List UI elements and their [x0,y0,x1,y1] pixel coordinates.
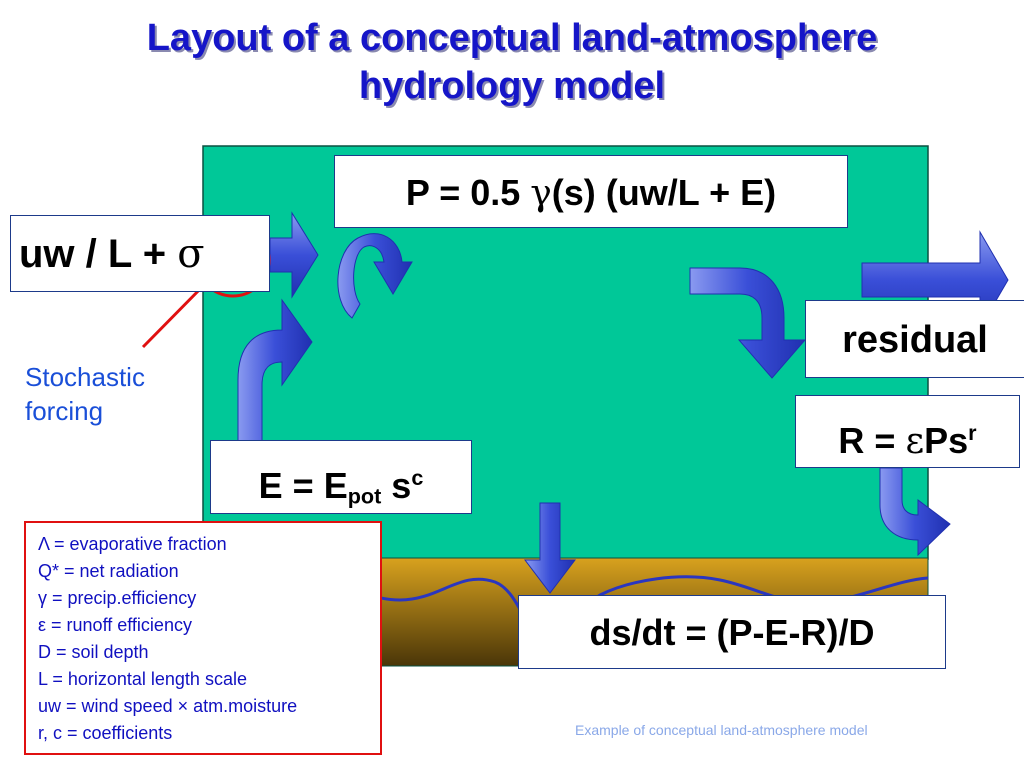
legend-item: uw = wind speed × atm.moisture [38,696,298,716]
runoff-eq-base: Ps [924,419,969,461]
legend-item: L = horizontal length scale [38,669,247,689]
stochastic-line-2: forcing [25,396,104,426]
evap-eq-base: s [381,464,412,506]
forcing-equation: uw / L + σ [10,215,270,292]
title-line-1: Layout of a conceptual land-atmosphere [146,17,878,59]
infiltration-arrow [523,502,577,594]
runoff-equation: R = εPsr [795,395,1020,468]
evap-eq-prefix: E = E [258,464,348,506]
precip-eq-suffix: (s) (uw/L + E) [551,172,777,213]
stochastic-pointer-line [141,280,209,349]
residual-label: residual [842,319,988,361]
evaporation-equation: E = Epot sc [210,440,472,514]
recycling-arrow [337,233,413,319]
evap-exponent: c [411,465,424,490]
runoff-exponent: r [968,420,977,445]
legend-item: r, c = coefficients [38,723,173,743]
epsilon-symbol: ε [905,420,925,462]
symbol-legend: Λ = evaporative fraction Q* = net radiat… [24,521,382,755]
evap-subscript: pot [347,483,382,509]
forcing-input-arrow [269,211,319,299]
runoff-eq-prefix: R = [838,419,906,461]
forcing-eq-prefix: uw / L + [19,232,178,276]
legend-item: Q* = net radiation [38,561,179,581]
precipitation-equation: P = 0.5 γ(s) (uw/L + E) [334,155,848,228]
legend-item: D = soil depth [38,642,149,662]
legend-item: ε = runoff efficiency [38,615,192,635]
legend-item: Λ = evaporative fraction [38,534,227,554]
residual-box: residual [805,300,1024,378]
page-title: Layout of a conceptual land-atmosphere h… [0,14,1024,110]
figure-caption: Example of conceptual land-atmosphere mo… [575,722,868,738]
runoff-arrow [879,467,951,557]
precip-eq-prefix: P = 0.5 [405,172,531,213]
stochastic-forcing-label: Stochastic forcing [25,360,145,428]
soil-moisture-equation: ds/dt = (P-E-R)/D [518,595,946,669]
gamma-symbol: γ [530,173,552,214]
title-line-2: hydrology model [358,65,666,107]
stochastic-line-1: Stochastic [25,362,145,392]
legend-item: γ = precip.efficiency [38,588,197,608]
soil-eq-text: ds/dt = (P-E-R)/D [589,612,875,653]
sigma-symbol: σ [177,231,205,277]
precip-to-residual-arrow [689,267,807,379]
evaporation-arrow [237,298,313,443]
